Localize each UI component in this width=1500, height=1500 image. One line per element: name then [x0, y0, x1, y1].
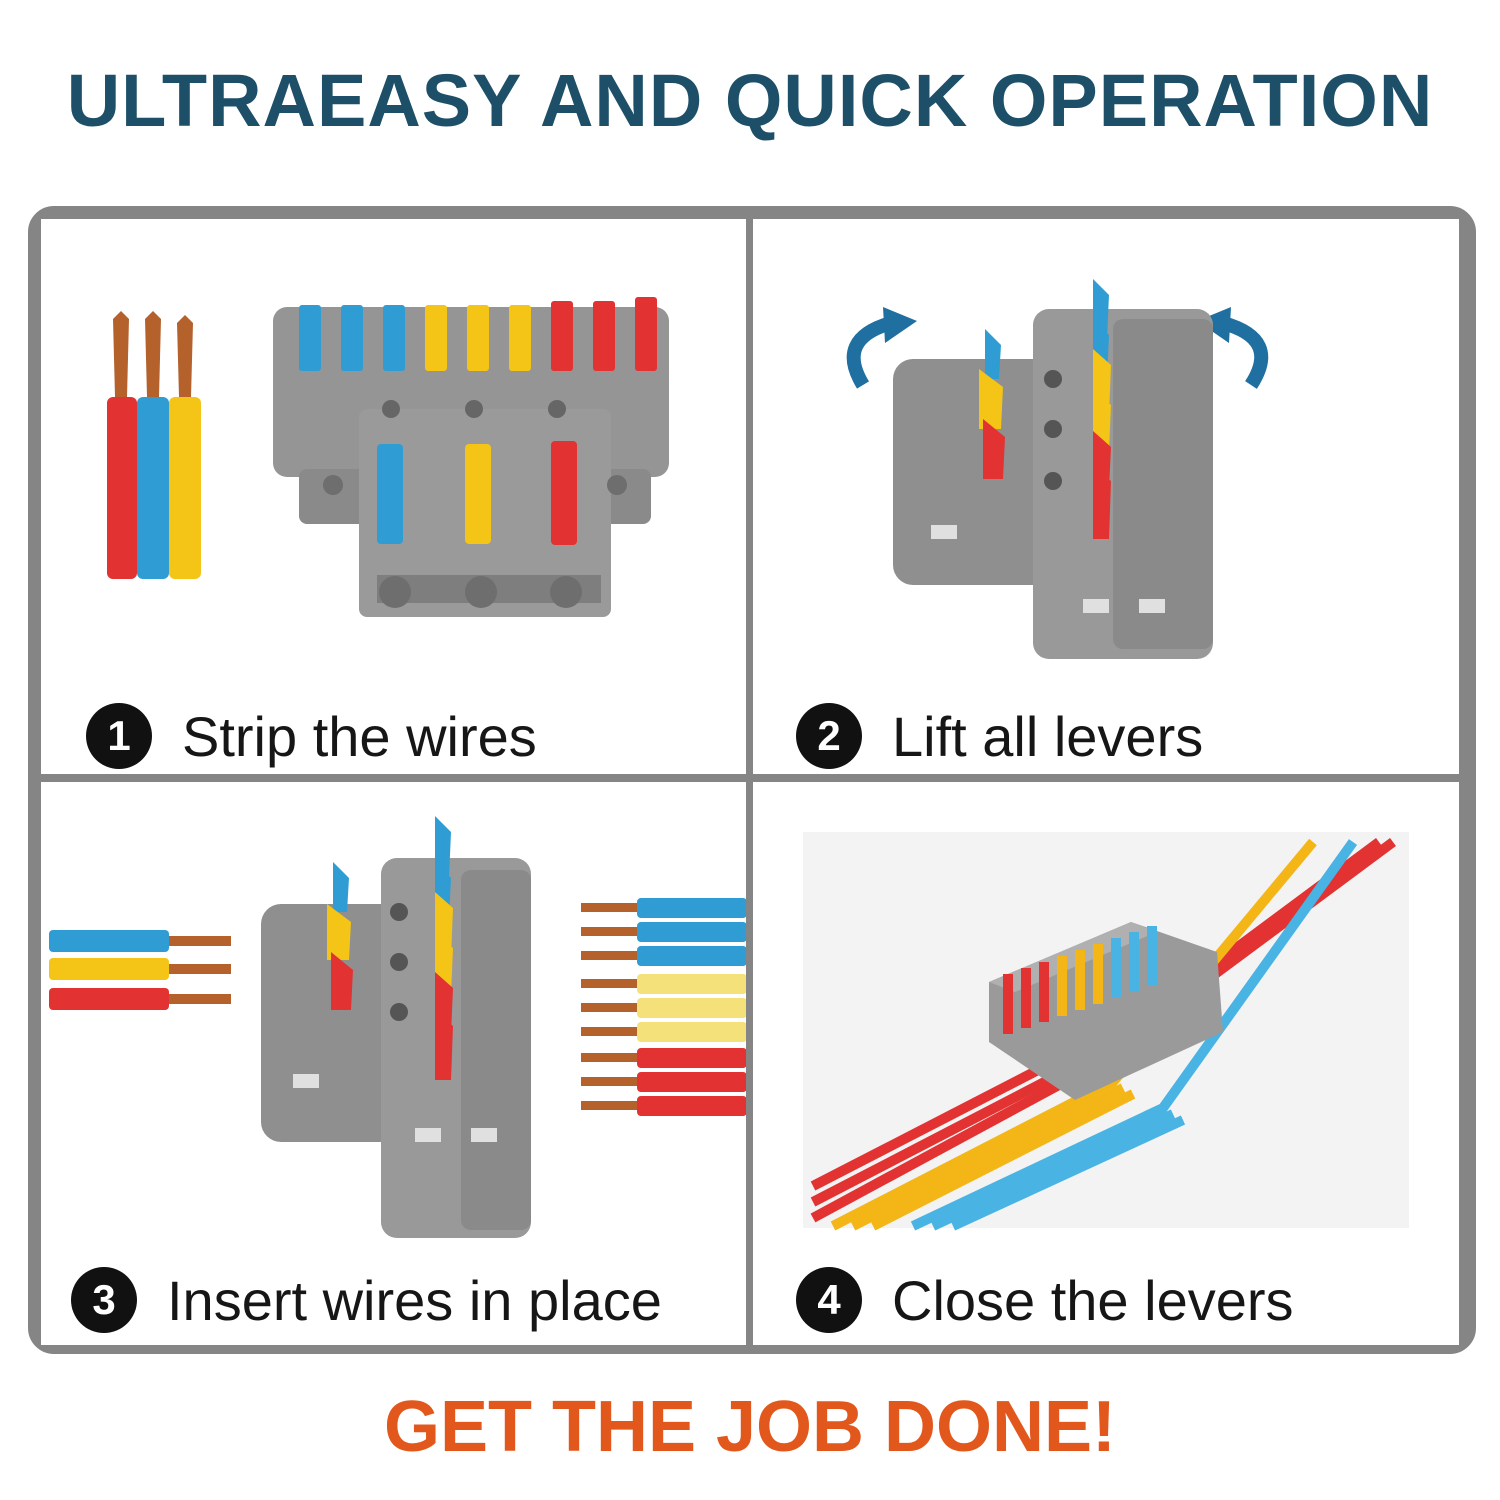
step-3: 3 Insert wires in place [71, 1267, 662, 1333]
left-wires [49, 930, 231, 1010]
step-4: 4 Close the levers [796, 1267, 1294, 1333]
step-label: Lift all levers [892, 704, 1204, 768]
step-label: Strip the wires [182, 704, 537, 768]
step-number-badge: 2 [796, 703, 862, 769]
connector-closed [989, 922, 1223, 1100]
step-2: 2 Lift all levers [796, 703, 1203, 769]
insert-wires-illustration [49, 816, 746, 1238]
step-panel-2: 2 Lift all levers [753, 219, 1459, 774]
step-panel-3: 3 Insert wires in place [41, 782, 746, 1345]
stripped-wires-and-connector-illustration [107, 297, 669, 617]
stripped-wires [107, 311, 201, 579]
connector-front [273, 297, 669, 617]
step-label: Insert wires in place [167, 1268, 662, 1332]
footer-slogan: GET THE JOB DONE! [383, 1387, 1117, 1467]
closed-levers-photo [803, 832, 1409, 1231]
step-label: Close the levers [892, 1268, 1294, 1332]
curved-arrow-icon [1197, 307, 1269, 389]
step-panel-1: 1 Strip the wires [41, 219, 746, 774]
connector-angled [261, 816, 531, 1238]
lifted-levers-illustration [846, 279, 1269, 659]
step-panel-4: 4 Close the levers [753, 782, 1459, 1345]
step-number-badge: 1 [86, 703, 152, 769]
right-wires [581, 898, 746, 1116]
steps-board: 1 Strip the wires [28, 206, 1476, 1354]
headline: ULTRAEASY AND QUICK OPERATION [66, 59, 1434, 142]
step-number-badge: 3 [71, 1267, 137, 1333]
step-number-badge: 4 [796, 1267, 862, 1333]
curved-arrow-icon [846, 307, 917, 389]
step-1: 1 Strip the wires [86, 703, 537, 769]
connector-angled [893, 279, 1213, 659]
